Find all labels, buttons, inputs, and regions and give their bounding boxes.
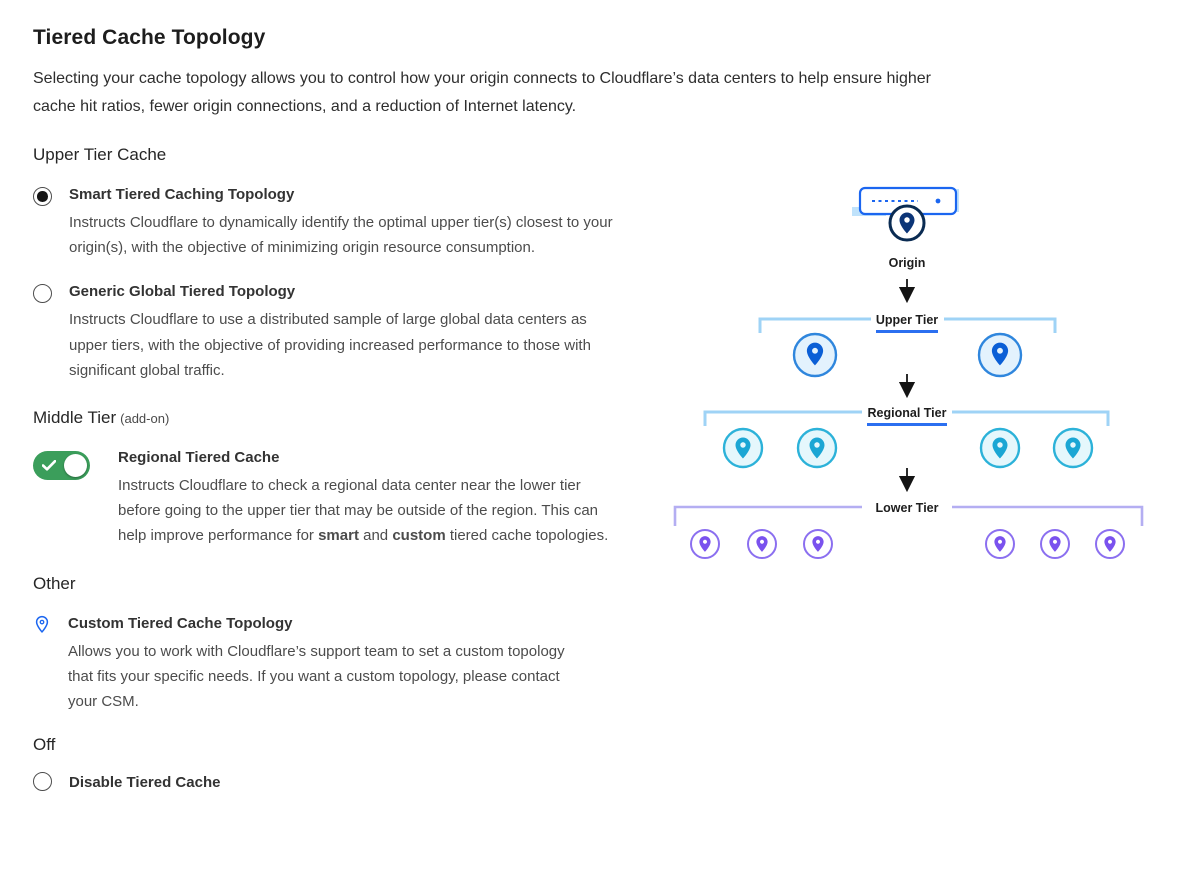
desc-bold-smart: smart xyxy=(318,527,359,545)
option-disable-tiered-cache: Disable Tiered Cache xyxy=(33,771,973,798)
option-smart-tiered: Smart Tiered Caching Topology Instructs … xyxy=(33,184,973,260)
option-label: Disable Tiered Cache xyxy=(69,774,221,792)
desc-part: and xyxy=(358,527,393,545)
radio-disable-tiered-cache[interactable] xyxy=(33,772,52,792)
tiered-cache-topology-diagram: Origin Upper Tier Regional Tier xyxy=(650,176,1170,578)
option-label: Smart Tiered Caching Topology xyxy=(69,186,295,204)
origin-node xyxy=(852,186,959,242)
option-label: Generic Global Tiered Topology xyxy=(69,283,296,301)
desc-bold-custom: custom xyxy=(392,527,446,545)
settings-content: Tiered Cache Topology Selecting your cac… xyxy=(33,26,973,819)
option-description: Instructs Cloudflare to use a distribute… xyxy=(69,311,591,379)
radio-generic-global[interactable] xyxy=(33,284,52,304)
upper-tier-label: Upper Tier xyxy=(876,313,938,327)
desc-part: tiered cache topologies. xyxy=(445,527,609,545)
desc-part: Instructs Cloudflare to check a regional… xyxy=(118,476,599,545)
section-heading-upper-tier: Upper Tier Cache xyxy=(33,145,167,165)
option-description: Allows you to work with Cloudflare’s sup… xyxy=(68,642,565,710)
location-pin-icon xyxy=(33,613,51,715)
check-icon xyxy=(41,459,57,471)
option-generic-global: Generic Global Tiered Topology Instructs… xyxy=(33,281,973,383)
section-heading-other: Other xyxy=(33,573,76,593)
lower-tier-group: Lower Tier xyxy=(673,501,1144,559)
origin-label: Origin xyxy=(889,256,926,270)
regional-tier-label: Regional Tier xyxy=(868,406,947,420)
toggle-knob xyxy=(64,453,87,477)
intro-text: Selecting your cache topology allows you… xyxy=(33,70,932,115)
option-custom-tiered: Custom Tiered Cache Topology Allows you … xyxy=(33,613,973,715)
regional-tiered-cache-toggle[interactable] xyxy=(33,450,90,480)
option-description: Instructs Cloudflare to dynamically iden… xyxy=(69,214,613,257)
section-heading-off: Off xyxy=(33,735,56,755)
section-heading-text: Middle Tier xyxy=(33,407,117,427)
upper-tier-group: Upper Tier xyxy=(758,313,1057,378)
option-regional-tiered-cache: Regional Tiered Cache Instructs Cloudfla… xyxy=(33,447,973,549)
option-label: Custom Tiered Cache Topology xyxy=(68,614,293,632)
radio-smart-tiered[interactable] xyxy=(33,187,52,207)
lower-tier-label: Lower Tier xyxy=(876,501,939,515)
option-label: Regional Tiered Cache xyxy=(118,448,280,466)
section-heading-note: (add-on) xyxy=(120,410,170,426)
option-description: Instructs Cloudflare to check a regional… xyxy=(118,473,616,549)
page-title: Tiered Cache Topology xyxy=(33,26,266,49)
regional-tier-group: Regional Tier xyxy=(703,406,1110,469)
section-heading-middle-tier: Middle Tier(add-on) xyxy=(33,408,973,428)
